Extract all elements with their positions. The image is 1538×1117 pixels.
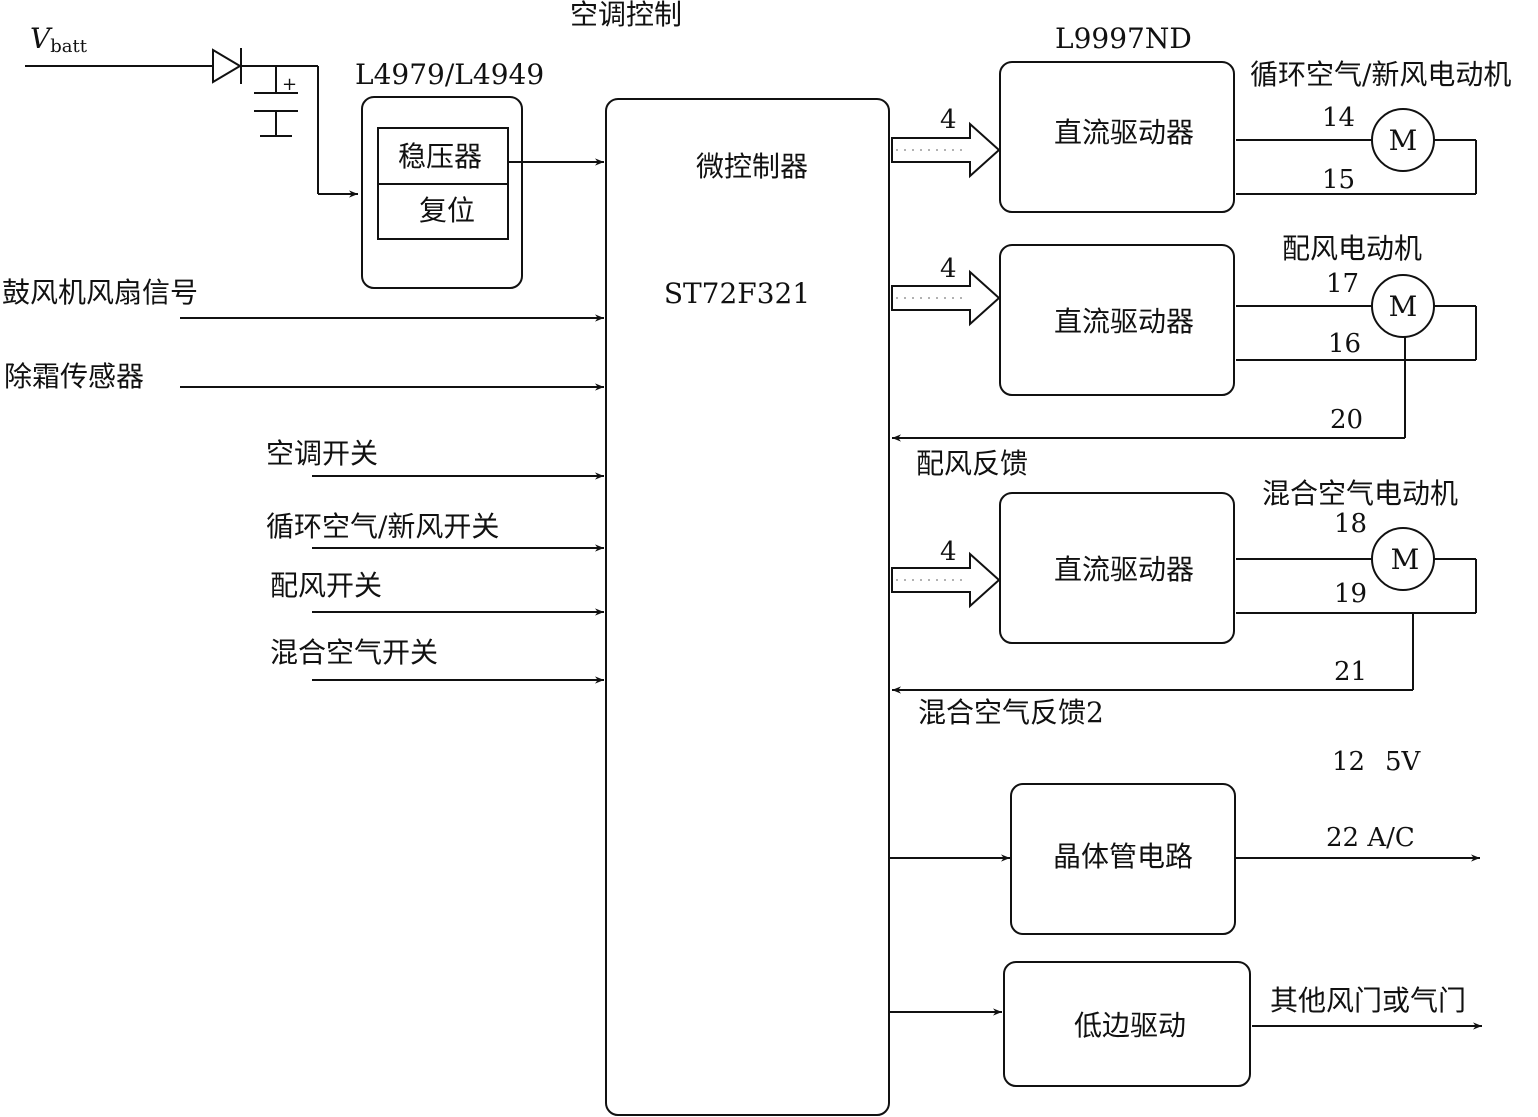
reset-label: 复位 <box>419 194 475 227</box>
driver-2-distribution: 4 直流驱动器 配风电动机 17 16 M 20 配风反馈 <box>891 232 1477 480</box>
regulator-label: 稳压器 <box>398 140 482 173</box>
pin-label: 18 <box>1334 509 1367 539</box>
motor-icon <box>1371 527 1435 591</box>
svg-text:+: + <box>282 74 297 95</box>
input-blower-fan-signal: 鼓风机风扇信号 <box>2 276 198 309</box>
regulator-part-number: L4979/L4949 <box>355 58 544 91</box>
regulator-block: L4979/L4949 稳压器 复位 <box>355 58 604 289</box>
bus-width-label: 4 <box>940 537 957 567</box>
diode-icon <box>212 48 242 84</box>
driver-3-mix-air: 4 直流驱动器 混合空气电动机 18 19 M 21 混合空气反馈2 <box>891 477 1477 729</box>
motor-icon <box>1371 274 1435 338</box>
motor-title: 混合空气电动机 <box>1262 477 1458 510</box>
driver-part-number: L9997ND <box>1055 22 1192 55</box>
bus-width-label: 4 <box>940 105 957 135</box>
pin-label: 17 <box>1326 269 1359 299</box>
supply-voltage-label: 5V <box>1385 747 1422 777</box>
input-ac-switch: 空调开关 <box>266 437 378 470</box>
low-side-driver-label: 低边驱动 <box>1074 1009 1186 1042</box>
microcontroller-part-number: ST72F321 <box>664 277 810 310</box>
ac-output-label: 22 A/C <box>1326 823 1415 853</box>
diagram-title: 空调控制 <box>570 0 682 31</box>
capacitor-icon: + <box>254 66 298 137</box>
input-defrost-sensor: 除霜传感器 <box>4 360 144 393</box>
feedback-pin-label: 20 <box>1330 405 1363 435</box>
dc-driver-label: 直流驱动器 <box>1054 553 1194 586</box>
transistor-label: 晶体管电路 <box>1053 840 1193 873</box>
motor-icon <box>1371 108 1435 172</box>
supply-note: 12 5V <box>1332 747 1422 777</box>
dc-driver-label: 直流驱动器 <box>1054 305 1194 338</box>
microcontroller-label: 微控制器 <box>696 150 808 183</box>
feedback-label: 混合空气反馈2 <box>918 696 1104 729</box>
input-mix-air-switch: 混合空气开关 <box>270 636 438 669</box>
input-distribution-switch: 配风开关 <box>270 569 382 602</box>
bus-width-label: 4 <box>940 254 957 284</box>
feedback-pin-label: 21 <box>1334 657 1367 687</box>
motor-title: 循环空气/新风电动机 <box>1250 58 1511 91</box>
motor-symbol: M <box>1389 124 1418 157</box>
vbatt-label: Vbatt <box>30 22 88 57</box>
pin-label: 15 <box>1322 165 1355 195</box>
vbatt-supply: Vbatt + <box>25 22 358 198</box>
pin-label: 14 <box>1322 103 1355 133</box>
dc-driver-label: 直流驱动器 <box>1054 116 1194 149</box>
feedback-label: 配风反馈 <box>916 447 1028 480</box>
supply-pin-label: 12 <box>1332 747 1365 777</box>
motor-symbol: M <box>1389 290 1418 323</box>
pin-label: 19 <box>1334 579 1367 609</box>
other-dampers-label: 其他风门或气门 <box>1270 984 1466 1017</box>
input-recirculation-switch: 循环空气/新风开关 <box>266 510 499 543</box>
input-signals: 鼓风机风扇信号 除霜传感器 空调开关 循环空气/新风开关 配风开关 混合空气开关 <box>2 276 604 684</box>
transistor-circuit: 晶体管电路 22 A/C <box>890 783 1480 935</box>
driver-1-recirculation: 4 直流驱动器 循环空气/新风电动机 14 15 M <box>891 58 1511 213</box>
low-side-driver: 低边驱动 其他风门或气门 <box>890 961 1482 1087</box>
microcontroller-block: 微控制器 ST72F321 <box>605 98 890 1116</box>
pin-label: 16 <box>1328 329 1361 359</box>
motor-title: 配风电动机 <box>1282 232 1422 265</box>
motor-symbol: M <box>1391 543 1420 576</box>
